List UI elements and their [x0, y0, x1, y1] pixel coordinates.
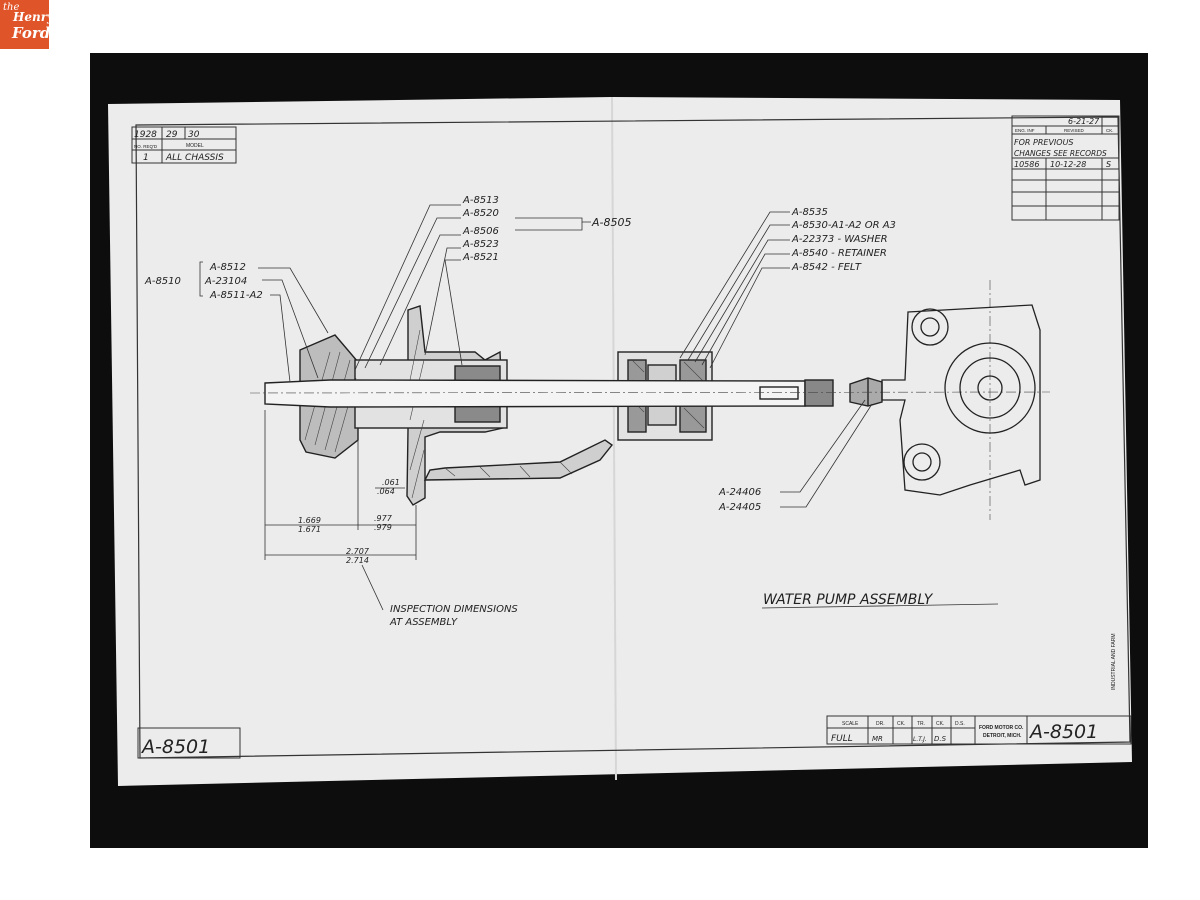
scale-label: SCALE — [842, 721, 859, 727]
callout-a8530: A-8530-A1-A2 OR A3 — [791, 220, 896, 231]
dim-979: .979 — [374, 523, 392, 532]
revised-label: REVISED — [1064, 128, 1085, 133]
bottom-title-block — [826, 715, 1132, 745]
revised-value: 10-12-28 — [1050, 160, 1086, 169]
part-number-box-left — [137, 727, 241, 759]
callout-a8511: A-8511-A2 — [209, 290, 263, 301]
part-number-right: A-8501 — [1028, 721, 1098, 743]
dim-2714: 2.714 — [346, 556, 369, 565]
dr-value: MR — [872, 735, 883, 743]
henry-ford-logo[interactable]: the Henry Ford — [0, 0, 54, 49]
callout-a8505: A-8505 — [591, 216, 632, 229]
callout-a8535: A-8535 — [791, 207, 828, 218]
company-name: FORD MOTOR CO. — [979, 725, 1024, 731]
pump-shaft — [264, 377, 883, 408]
ds-value: D.S — [934, 735, 947, 743]
ck-label: CK. — [897, 721, 905, 727]
qty-value: 1 — [143, 153, 149, 163]
year-1928: 1928 — [134, 130, 157, 140]
tr-label: TR. — [917, 721, 925, 727]
callout-a24405: A-24405 — [718, 502, 761, 513]
ds-label: D.S. — [955, 721, 965, 727]
revision-block — [1011, 115, 1120, 221]
callout-a8520: A-8520 — [462, 208, 499, 219]
model-title-block — [131, 126, 237, 164]
callout-a8510: A-8510 — [144, 276, 181, 287]
dimension-lines — [264, 410, 417, 611]
callout-a8512: A-8512 — [209, 262, 246, 273]
callout-a8521: A-8521 — [462, 252, 499, 263]
callout-a8523: A-8523 — [462, 239, 499, 250]
ck-value: S — [1106, 160, 1111, 169]
dim-2707: 2.707 — [346, 547, 370, 556]
drawing-border — [135, 116, 1131, 759]
dim-1671: 1.671 — [298, 525, 321, 534]
part-number-left: A-8501 — [140, 736, 210, 758]
eng-inf-value: 10586 — [1014, 160, 1039, 169]
callout-a22373: A-22373 - WASHER — [791, 234, 888, 245]
year-29: 29 — [166, 130, 178, 140]
ck-label: CK. — [1106, 128, 1114, 133]
previous-changes-note: FOR PREVIOUS — [1014, 138, 1074, 147]
pump-end-view — [881, 304, 1041, 496]
callout-a23104: A-23104 — [204, 276, 247, 287]
paper-fold — [611, 96, 617, 781]
dim-1669: 1.669 — [298, 516, 321, 525]
callout-a8540: A-8540 - RETAINER — [791, 248, 887, 259]
revision-date: 6-21-27 — [1068, 117, 1100, 126]
inspection-note-line2: AT ASSEMBLY — [389, 617, 458, 628]
logo-the: the — [3, 2, 20, 13]
callout-a8542: A-8542 - FELT — [791, 262, 862, 273]
title-underline — [761, 603, 999, 609]
side-stamp: INDUSTRIAL AND FARM — [1111, 634, 1117, 691]
dim-977: .977 — [374, 514, 393, 523]
model-label: MODEL — [186, 143, 204, 149]
company-city: DETROIT, MICH. — [983, 733, 1022, 739]
model-value: ALL CHASSIS — [165, 153, 224, 163]
center-lines — [249, 280, 1051, 520]
tr-value: L.T.J. — [913, 736, 927, 743]
dim-061: .061 — [382, 478, 400, 487]
scale-value: FULL — [831, 734, 853, 744]
year-30: 30 — [188, 130, 200, 140]
callout-a24406: A-24406 — [718, 487, 761, 498]
ck2-label: CK. — [936, 721, 944, 727]
dim-064: .064 — [377, 487, 395, 496]
leader-lines — [199, 204, 873, 508]
no-req-label: NO. REQ'D — [134, 144, 158, 149]
logo-ford: Ford — [12, 24, 51, 42]
callout-a8513: A-8513 — [462, 195, 499, 206]
see-records-note: CHANGES SEE RECORDS — [1014, 149, 1107, 158]
drawing-title: WATER PUMP ASSEMBLY — [763, 592, 934, 608]
dr-label: DR. — [876, 721, 885, 727]
inspection-note-line1: INSPECTION DIMENSIONS — [390, 604, 518, 615]
drawing-paper — [108, 97, 1132, 786]
callout-a8506: A-8506 — [462, 226, 499, 237]
eng-inf-label: ENG. INF — [1015, 128, 1035, 133]
logo-henry: Henry — [13, 10, 54, 24]
